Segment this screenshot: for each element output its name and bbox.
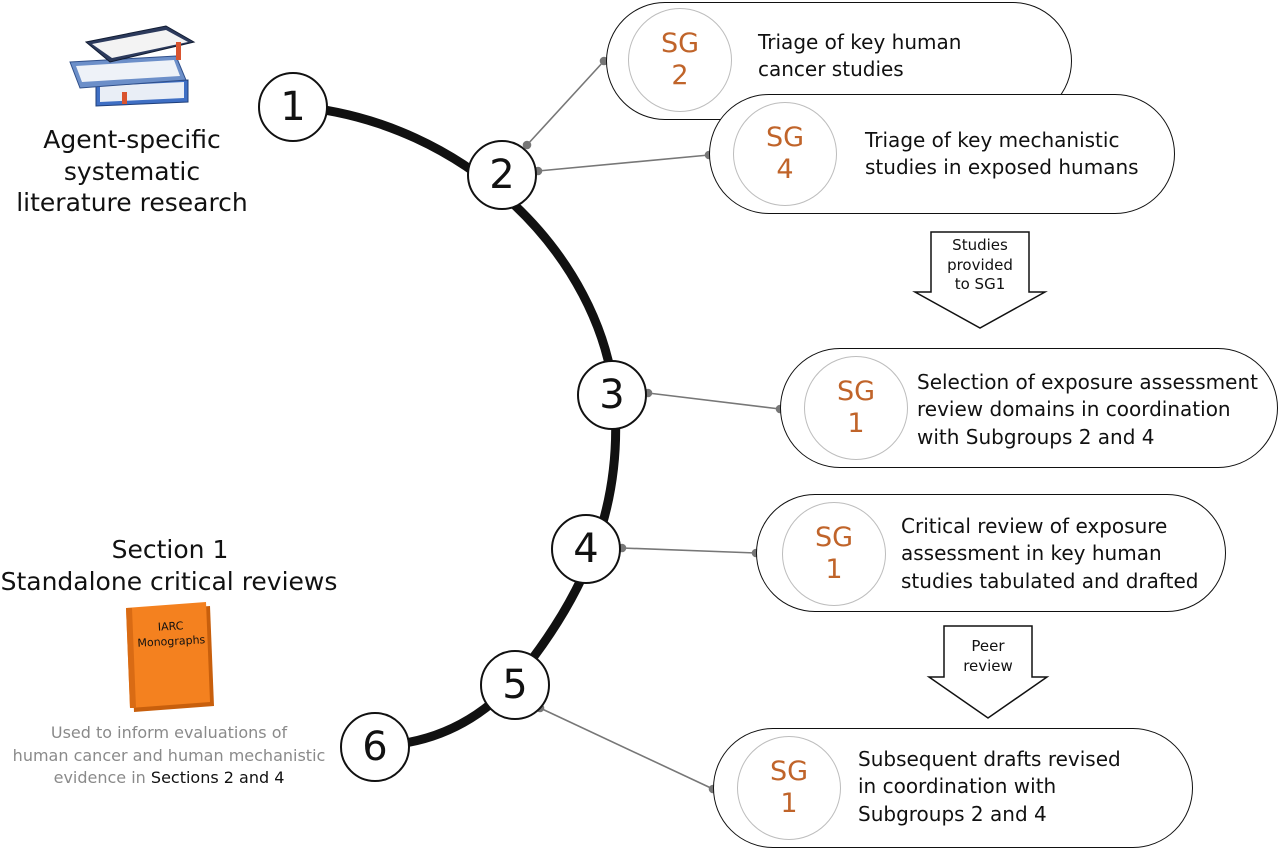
- note-line1: Used to inform evaluations of: [50, 723, 288, 742]
- sg-circle-sg2-line1: SG: [660, 28, 700, 60]
- step-5: 5: [480, 650, 550, 720]
- sg-circle-sg2-line2: 2: [671, 60, 689, 91]
- sg-circle-sg1-critical: SG 1: [782, 502, 886, 606]
- section-title-line2: Standalone critical reviews: [0, 567, 338, 596]
- sg-circle-sg4-line2: 4: [776, 154, 794, 185]
- step-6: 6: [340, 712, 410, 782]
- sg-circle-sg4: SG 4: [733, 102, 837, 206]
- literature-research-label: Agent-specific systematic literature res…: [16, 125, 248, 217]
- arrow-peer-review-shape: [926, 625, 1050, 719]
- connector-5-sg1: [539, 707, 714, 790]
- sg-circle-sg4-line1: SG: [765, 122, 805, 154]
- arrow-studies-provided-shape: [912, 231, 1048, 329]
- note-line3: evidence in Sections 2 and 4: [0, 767, 338, 790]
- sg-circle-sg1-critical-line2: 1: [825, 554, 843, 585]
- note-part3: evidence in: [53, 768, 146, 788]
- book-stack-icon: [69, 25, 196, 107]
- arrow-studies-provided-label: Studies provided to SG1: [947, 236, 1013, 293]
- arrow-peer-review-label: Peer review: [963, 637, 1013, 675]
- sg-circle-sg1-selection: SG 1: [804, 356, 908, 460]
- sg-circle-sg1-drafts-line2: 1: [780, 788, 798, 819]
- sg-circle-sg1-critical-line1: SG: [814, 522, 854, 554]
- note-line2: human cancer and human mechanistic: [12, 745, 326, 765]
- pill-sg2-text: Triage of key human cancer studies: [758, 30, 962, 82]
- workflow-arc: [287, 101, 621, 751]
- monograph-book-icon: IARC Monographs: [126, 602, 216, 714]
- sg-circle-sg1-selection-line2: 1: [847, 408, 865, 439]
- section-note: Used to inform evaluations of human canc…: [0, 722, 338, 790]
- note-part4: Sections 2 and 4: [150, 768, 285, 788]
- pill-sg1-drafts-text: Subsequent drafts revised in coordinatio…: [858, 747, 1121, 826]
- connector-3-sg1: [647, 392, 781, 410]
- sg-circle-sg1-drafts: SG 1: [737, 736, 841, 840]
- pill-sg1-critical-text: Critical review of exposure assessment i…: [901, 514, 1199, 593]
- sg-circle-sg1-drafts-line1: SG: [769, 756, 809, 788]
- connector-4-sg1: [621, 547, 757, 554]
- sg-circle-sg1-selection-line1: SG: [836, 376, 876, 408]
- section-title-line1: Section 1: [111, 535, 229, 564]
- connector-2-sg2: [526, 60, 605, 146]
- connector-2-sg4: [537, 154, 710, 172]
- sg-circle-sg2: SG 2: [628, 8, 732, 112]
- step-1: 1: [258, 72, 328, 142]
- pill-sg1-selection-text: Selection of exposure assessment review …: [917, 370, 1258, 449]
- step-4: 4: [551, 514, 621, 584]
- book-label: IARC Monographs: [131, 618, 210, 652]
- step-3: 3: [577, 360, 647, 430]
- pill-sg4-text: Triage of key mechanistic studies in exp…: [865, 128, 1139, 180]
- step-2: 2: [467, 140, 537, 210]
